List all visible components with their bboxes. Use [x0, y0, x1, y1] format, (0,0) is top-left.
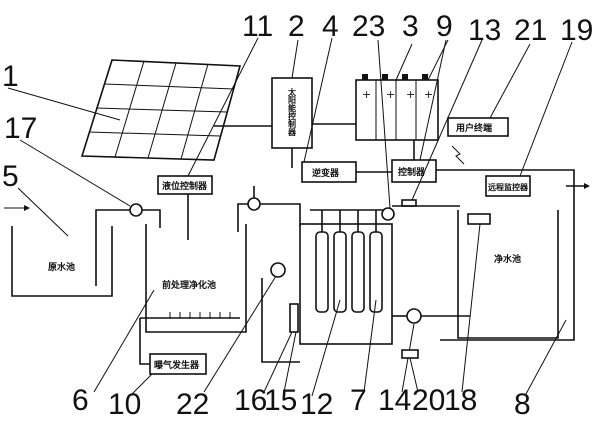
leader-17 [19, 139, 131, 207]
callout-7: 7 [350, 384, 367, 417]
leader-23 [377, 39, 391, 209]
aeration-device-box [149, 353, 207, 375]
callout-8: 8 [514, 388, 531, 421]
leader-3 [395, 43, 413, 81]
leader-10 [131, 373, 153, 395]
drain-valve-icon [289, 303, 299, 333]
leader-8 [525, 319, 567, 395]
callout-6: 6 [72, 384, 89, 417]
callout-14: 14 [378, 384, 411, 417]
svg-text:+: + [406, 88, 415, 101]
callout-10: 10 [108, 388, 141, 421]
clean-tank-label: 净水池 [494, 253, 521, 265]
leader-11 [187, 37, 259, 177]
callout-2: 2 [288, 10, 305, 43]
leader-4 [303, 37, 333, 163]
callout-5: 5 [2, 160, 19, 193]
leader-18 [461, 223, 481, 393]
callout-23: 23 [352, 10, 385, 43]
leader-12 [311, 299, 341, 397]
callout-16: 16 [234, 384, 267, 417]
callout-11: 11 [242, 10, 273, 43]
leader-9 [419, 39, 447, 161]
callout-21: 21 [514, 14, 547, 47]
callout-12: 12 [300, 388, 333, 421]
controller-label: 控制器 [398, 166, 426, 178]
callout-22: 22 [176, 388, 209, 421]
leader-7 [363, 299, 377, 393]
level-controller-box [157, 175, 213, 195]
callout-9: 9 [436, 10, 453, 43]
waste-tank [11, 226, 113, 297]
callout-15: 15 [264, 384, 297, 417]
callout-19: 19 [560, 14, 593, 47]
wire-controller-monitor [436, 169, 575, 341]
charge-controller-label: 太阳能控制器 [287, 87, 297, 137]
valve-icon [401, 349, 419, 359]
membrane-frame [299, 223, 393, 345]
solar-panel [80, 59, 242, 161]
pipe-pretank-pump [237, 203, 250, 232]
leader-5 [17, 187, 69, 237]
callout-3: 3 [402, 10, 419, 43]
svg-text:+: + [424, 88, 433, 101]
leader-2 [291, 39, 299, 79]
flow-sensor-icon [401, 199, 417, 207]
pretreatment-tank-label: 前处理净化池 [162, 279, 216, 291]
leader-21 [489, 43, 531, 119]
callout-4: 4 [322, 10, 339, 43]
user-terminal-label: 用户终端 [455, 122, 492, 134]
leader-6 [93, 289, 155, 393]
battery-bank: + + + + [355, 74, 439, 141]
svg-text:+: + [386, 88, 395, 101]
leader-20 [409, 357, 419, 393]
waste-tank-label: 原水池 [48, 261, 75, 273]
backwash-pump-icon [406, 308, 422, 324]
aeration-diffuser [140, 312, 240, 319]
aeration-device-label: 曝气发生器 [154, 359, 200, 371]
inverter-label: 逆变器 [312, 167, 340, 179]
callout-17: 17 [4, 112, 37, 145]
leader-22 [203, 275, 277, 393]
pipe-aeration [139, 318, 150, 365]
remote-monitor-box [485, 175, 531, 197]
pump-icon [129, 203, 143, 217]
level-controller-label: 液位控制器 [162, 180, 208, 192]
pump-22-icon [270, 262, 286, 278]
remote-monitor-label: 远程监控器 [488, 182, 529, 192]
callout-13: 13 [468, 14, 501, 47]
leader-13 [411, 39, 483, 201]
battery-icon [355, 79, 439, 141]
callout-18: 18 [444, 384, 477, 417]
leader-1 [7, 87, 121, 121]
pipe-return [261, 278, 300, 363]
pipe-pump-pretank [142, 209, 161, 228]
wireless-signal-icon [451, 145, 465, 165]
clean-tank [457, 210, 559, 339]
callout-20: 20 [412, 384, 445, 417]
leader-19 [519, 41, 573, 177]
pipe-waste-pump [95, 209, 130, 286]
level-sensor-icon [467, 213, 491, 225]
membrane-module-icon [315, 210, 383, 313]
svg-text:+: + [362, 88, 371, 101]
pump-feed-icon [247, 197, 261, 211]
pipe-pump-membrane [260, 203, 301, 226]
pressure-gauge-icon [381, 207, 395, 221]
user-terminal-box [447, 117, 509, 137]
pretreatment-tank [145, 224, 247, 333]
callout-1: 1 [2, 60, 19, 93]
